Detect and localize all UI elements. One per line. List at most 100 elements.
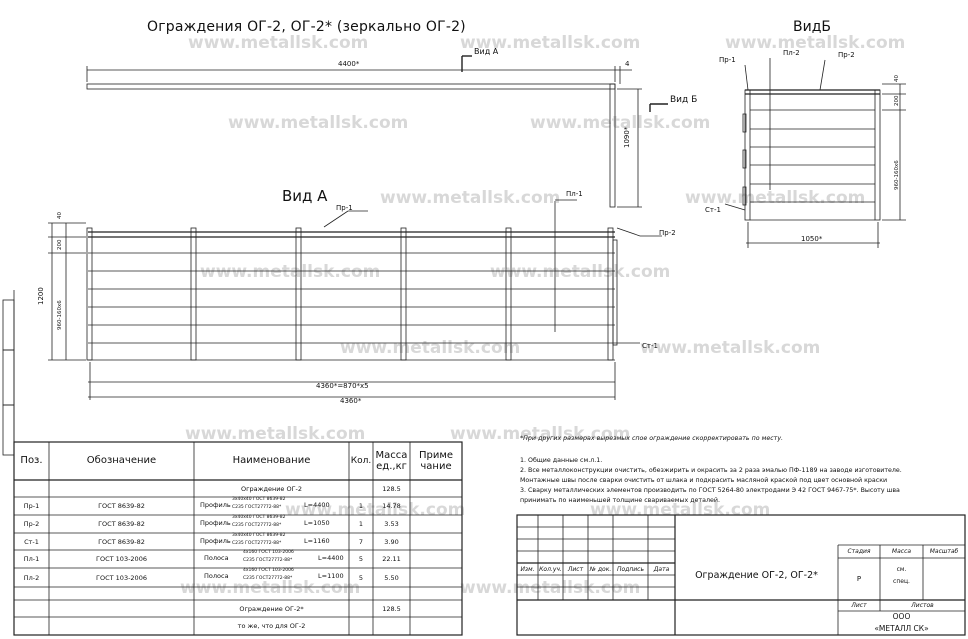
table-row-mass: 128.5 <box>382 484 401 493</box>
table-row-name: Ограждение ОГ-2* <box>239 604 304 613</box>
stamp-sheets-h: Листов <box>911 602 934 609</box>
label-pr1: Пр-1 <box>336 204 353 212</box>
note-header: *При других размерах вырезмых спое ограж… <box>520 435 784 442</box>
stamp-sheet-h: Лист <box>851 602 867 609</box>
view-a-dim-height: 1200 <box>37 287 45 305</box>
vid-b-marker: Вид Б <box>670 95 698 105</box>
table-row-name: то же, что для ОГ-2 <box>237 622 306 630</box>
watermark: www.metallsk.com <box>228 113 409 133</box>
table-row-name-d: L=1050 <box>304 519 330 527</box>
drawing-title: Ограждения ОГ-2, ОГ-2* (зеркально ОГ-2) <box>147 19 466 35</box>
table-row-name-d: L=4400 <box>318 554 344 562</box>
watermark: www.metallsk.com <box>380 188 561 208</box>
table-row-name-b: 3х40х40 ГОСТ 8639-82 <box>232 533 286 538</box>
th-pos: Поз. <box>20 455 43 467</box>
th-mass: Масса ед.,кг <box>375 449 408 473</box>
label-b-pl2: Пл-2 <box>783 49 800 57</box>
view-a-dim-top: 40 <box>57 212 63 219</box>
watermark: www.metallsk.com <box>530 113 711 133</box>
table-row-pos: Ст-1 <box>24 537 39 546</box>
plan-dim-depth: 1090* <box>623 126 631 148</box>
stamp-stage-v: Р <box>856 575 862 583</box>
stamp-mass-v1: см. <box>896 565 907 573</box>
table-row-name-c: С235 ГОСТ27772-88* <box>232 541 282 546</box>
watermark: www.metallsk.com <box>460 578 641 598</box>
view-a-dim-step: 200 <box>57 239 63 251</box>
watermark: www.metallsk.com <box>180 578 361 598</box>
table-row-name: Ограждение ОГ-2 <box>240 484 303 493</box>
table-row-name-d: L=1100 <box>318 572 344 580</box>
table-row-mass: 3.53 <box>384 520 399 528</box>
table-row-name-a: Профиль <box>200 501 231 509</box>
stamp-company-2: «МЕТАЛЛ СК» <box>874 623 929 633</box>
table-row-designation: ГОСТ 103-2006 <box>96 555 147 563</box>
stamp-mass-h: Масса <box>891 548 912 555</box>
view-b-dim-step: 200 <box>894 95 900 107</box>
table-row-qty: 5 <box>358 555 364 563</box>
stamp-list: Лист <box>567 565 584 573</box>
th-name: Наименование <box>232 455 311 467</box>
note-2b: Монтажные швы после сварки очистить от ш… <box>520 477 888 484</box>
table-row-name-d: L=1160 <box>304 537 330 545</box>
note-1: 1. Общие данные см.л.1. <box>520 457 603 464</box>
table-row-mass: 22.11 <box>382 555 401 563</box>
plan-dim-small: 4 <box>625 60 630 68</box>
stamp-sign: Подпись <box>617 565 644 573</box>
stamp-doc: № док. <box>589 565 612 573</box>
watermark: www.metallsk.com <box>450 424 631 444</box>
watermark: www.metallsk.com <box>490 262 671 282</box>
table-row-name-a: Полоса <box>204 572 229 580</box>
label-st1: Ст-1 <box>642 342 658 350</box>
stamp-scale-h: Масштаб <box>929 548 959 555</box>
watermark: www.metallsk.com <box>685 188 866 208</box>
stamp-izm: Изм. <box>520 565 535 573</box>
table-row-mass: 128.5 <box>382 604 401 613</box>
view-a-dim-span: 960-160х6 <box>57 300 63 330</box>
label-b-pr1: Пр-1 <box>719 56 736 64</box>
table-row-designation: ГОСТ 8639-82 <box>98 537 145 546</box>
th-designation: Обозначение <box>86 455 157 467</box>
table-row-designation: ГОСТ 8639-82 <box>98 520 145 528</box>
vid-a-marker: Вид А <box>474 47 499 56</box>
view-b-dim-width: 1050* <box>801 235 823 243</box>
table-row-designation: ГОСТ 103-2006 <box>96 573 147 582</box>
table-row-pos: Пр-2 <box>23 520 40 528</box>
stamp-mass-v2: спец. <box>893 577 910 585</box>
label-b-pr2: Пр-2 <box>838 51 855 59</box>
watermark: www.metallsk.com <box>460 33 641 53</box>
watermark: www.metallsk.com <box>725 33 906 53</box>
note-3a: 3. Сварку металлических элементов произв… <box>520 487 900 494</box>
watermark: www.metallsk.com <box>640 338 821 358</box>
table-row-name-c: С235 ГОСТ27772-88* <box>243 558 293 563</box>
table-row-name-b: 3х40х40 ГОСТ 8639-82 <box>232 497 286 502</box>
table-row-designation: ГОСТ 8639-82 <box>98 502 145 510</box>
table-row-mass: 3.90 <box>384 537 399 546</box>
stamp-stage-h: Стадия <box>847 548 871 555</box>
table-row-name-b: 3х40х40 ГОСТ 8639-82 <box>232 515 286 520</box>
table-row-name-a: Полоса <box>204 554 229 562</box>
table-row-qty: 7 <box>358 537 364 546</box>
watermark: www.metallsk.com <box>185 424 366 444</box>
table-row-name-a: Профиль <box>200 537 231 545</box>
table-row-pos: Пр-1 <box>23 502 40 510</box>
label-b-st1: Ст-1 <box>705 206 721 214</box>
label-pl1: Пл-1 <box>566 190 583 198</box>
table-row-pos: Пл-2 <box>23 573 40 582</box>
table-row-mass: 5.50 <box>384 573 399 582</box>
stamp-date: Дата <box>653 565 670 573</box>
table-row-name-c: С235 ГОСТ27772-88* <box>243 576 293 581</box>
note-3b: принимать по наименьшей толщине сваривае… <box>520 497 720 504</box>
table-row-qty: 5 <box>358 573 364 582</box>
table-row-name-c: С235 ГОСТ27772-88* <box>232 505 282 510</box>
stamp-doc-title: Ограждение ОГ-2, ОГ-2* <box>695 569 818 581</box>
view-a-dim-pitch: 4360*=870*х5 <box>316 382 369 390</box>
view-a-dim-total: 4360* <box>340 397 362 405</box>
table-row-mass: 14.78 <box>382 502 401 510</box>
view-b-dim-span: 960-160х6 <box>894 160 900 190</box>
notes: *При других размерах вырезмых спое ограж… <box>520 434 940 506</box>
stamp-company-1: ООО <box>892 612 911 621</box>
stamp-kol: Кол.уч. <box>539 565 562 573</box>
table-row-pos: Пл-1 <box>23 555 40 563</box>
table-row-qty: 1 <box>358 502 364 510</box>
